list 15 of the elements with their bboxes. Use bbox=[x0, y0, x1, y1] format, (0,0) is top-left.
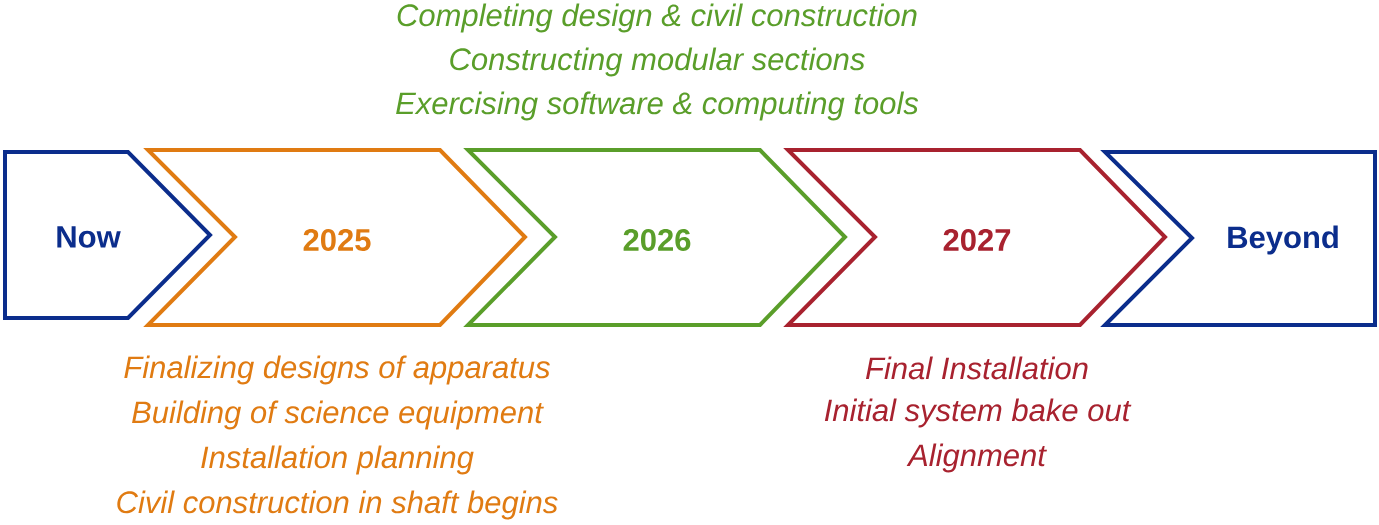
timeline-note: Constructing modular sections bbox=[450, 47, 865, 77]
timeline-note: Exercising software & computing tools bbox=[396, 91, 919, 121]
timeline-phase-box: 2026 bbox=[463, 148, 848, 327]
timeline-phase-box: Now bbox=[3, 150, 213, 320]
timeline-note: Alignment bbox=[906, 443, 1047, 473]
timeline-phase-box: Beyond bbox=[1100, 150, 1377, 327]
timeline-note: Final Installation bbox=[865, 356, 1088, 380]
timeline-note: Installation planning bbox=[201, 445, 474, 475]
timeline-note: Initial system bake out bbox=[824, 398, 1132, 428]
timeline-phase-box: 2027 bbox=[783, 148, 1168, 327]
timeline-note: Finalizing designs of apparatus bbox=[124, 355, 550, 385]
timeline-note: Completing design & civil construction bbox=[397, 3, 917, 33]
timeline-phase-box: 2025 bbox=[143, 148, 528, 327]
timeline-note: Civil construction in shaft begins bbox=[117, 490, 558, 520]
timeline-note: Building of science equipment bbox=[132, 400, 544, 430]
